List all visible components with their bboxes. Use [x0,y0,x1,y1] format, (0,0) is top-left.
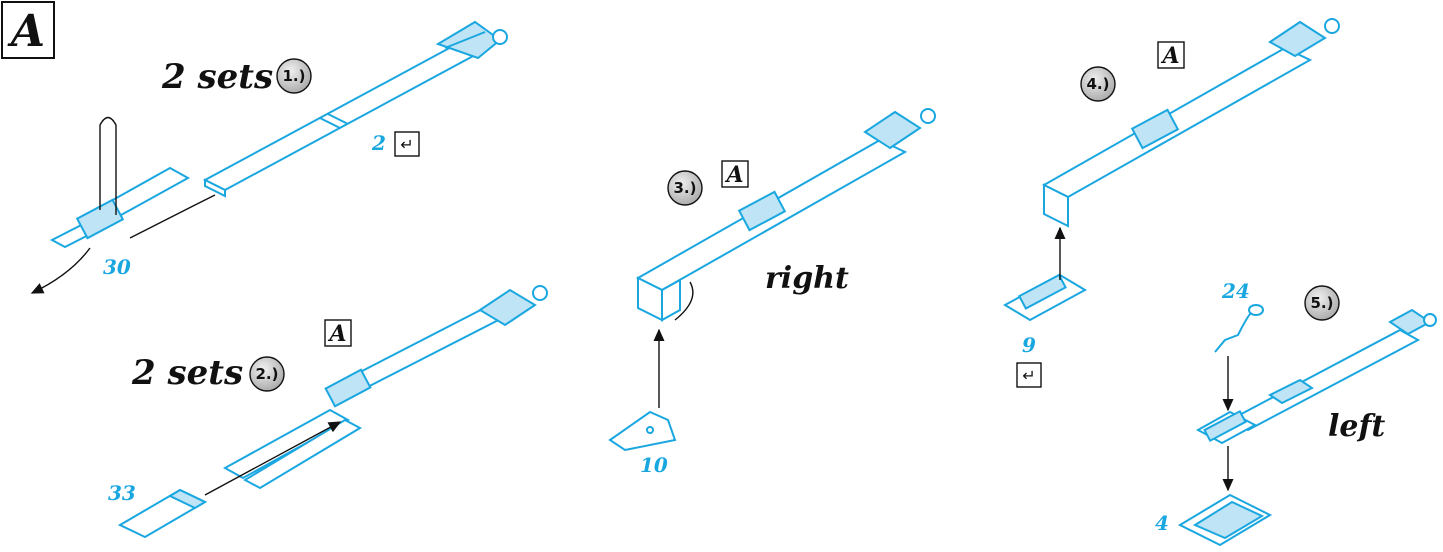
buckle-assembly-5 [1195,409,1258,445]
buckle-part-30 [49,116,216,249]
step-1: 2 sets 1.) 2 ↵ 30 [30,20,508,294]
step-3-ref-box: A [721,160,749,188]
step-1-badge: 1.) [276,58,312,94]
step-5-caption: left [1328,409,1385,444]
strap-assembly-3 [635,108,936,322]
step-5-number: 5.) [1311,294,1334,312]
step-2-ref-label: A [327,321,346,347]
bend-symbol-box: ↵ [394,131,420,157]
part-number-24: 24 [1221,279,1250,303]
step-2-caption: 2 sets [131,353,243,393]
strap-part [202,20,508,198]
pad-part-33 [117,488,208,539]
part-number-30: 30 [103,255,131,279]
part-number-4: 4 [1155,511,1169,535]
step-4-ref-box: A [1157,41,1185,69]
strap-assembly-5 [1227,308,1437,432]
step-5-badge: 5.) [1304,285,1340,321]
section-label: A [7,6,45,57]
step-3: 3.) A right 10 [608,108,936,477]
bend-symbol: ↵ [400,135,413,154]
step-2: A 2 sets 2.) 33 [108,285,548,539]
part-number-2: 2 [371,131,386,155]
strap-assembly-4 [1041,18,1340,228]
step-2-number: 2.) [256,365,279,383]
part-number-33: 33 [108,481,136,505]
step-1-number: 1.) [283,67,306,85]
step-3-badge: 3.) [667,170,703,206]
pin-part-24 [1214,304,1264,353]
pull-arrow [30,247,91,294]
section-label-box: A [1,1,55,59]
step-3-caption: right [765,261,849,296]
insert-arrow [204,421,342,496]
step-4-number: 4.) [1087,75,1110,93]
anchor-part-10 [608,410,677,452]
step-4-badge: 4.) [1080,66,1116,102]
plate-part-4 [1177,493,1273,547]
part-number-10: 10 [640,453,668,477]
step-4: 4.) A 9 ↵ [1002,18,1340,388]
step-2-ref-box: A [324,319,352,347]
step-3-number: 3.) [674,179,697,197]
buckle-part-9 [1002,273,1088,322]
step-4-bend-symbol: ↵ [1022,366,1035,385]
step-1-caption: 2 sets [161,57,273,97]
strap-assembly-2 [222,285,548,490]
step-4-bend-box: ↵ [1016,362,1042,388]
step-3-ref-label: A [724,162,743,188]
step-2-badge: 2.) [249,356,285,392]
part-number-9: 9 [1022,333,1036,357]
step-5: 5.) 24 left 4 [1155,279,1437,547]
step-4-ref-label: A [1160,43,1179,69]
